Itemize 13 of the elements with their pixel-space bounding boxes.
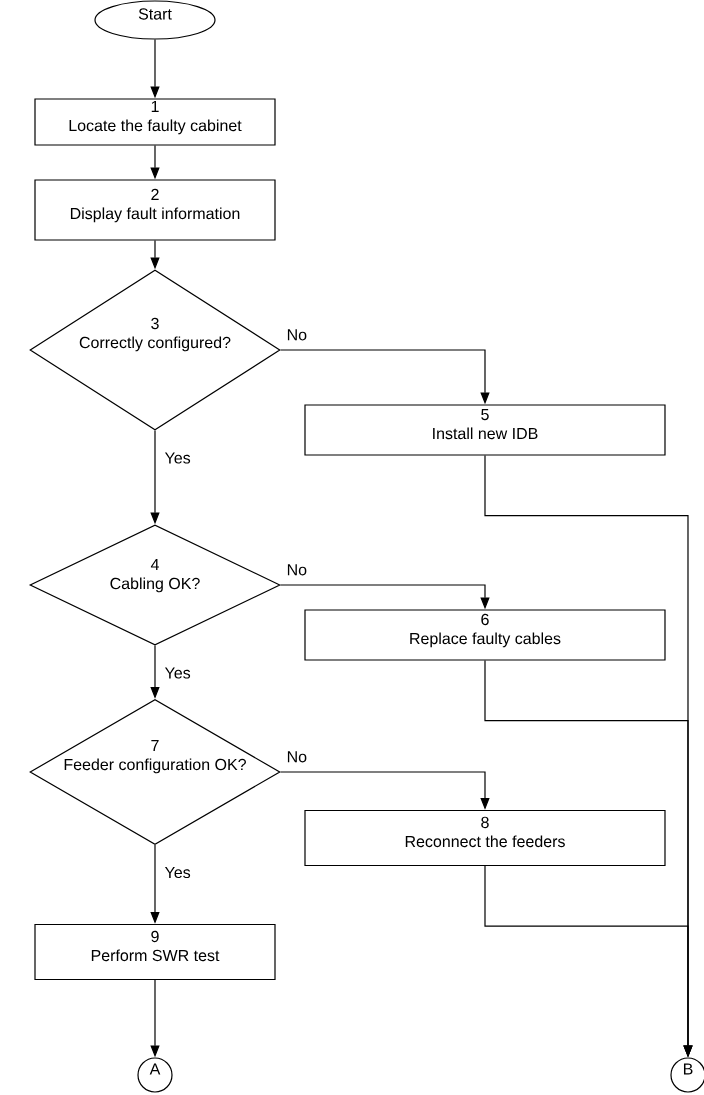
process-box: 2 Display fault information: [34, 179, 276, 241]
process-box: 9 Perform SWR test: [34, 923, 276, 981]
process-box: 6 Replace faulty cables: [304, 609, 666, 661]
process-box: 5 Install new IDB: [304, 404, 666, 456]
edge-label: Yes: [164, 452, 191, 464]
process-box: 1 Locate the faulty cabinet: [34, 98, 276, 146]
process-box: 8 Reconnect the feeders: [304, 809, 666, 867]
edge-label: Yes: [164, 667, 191, 679]
terminator-oval: Start: [94, 0, 216, 40]
edge-label: No: [287, 329, 307, 341]
edge-label: No: [287, 751, 307, 763]
edge-label: No: [287, 564, 307, 576]
edge-label: Yes: [164, 866, 191, 879]
